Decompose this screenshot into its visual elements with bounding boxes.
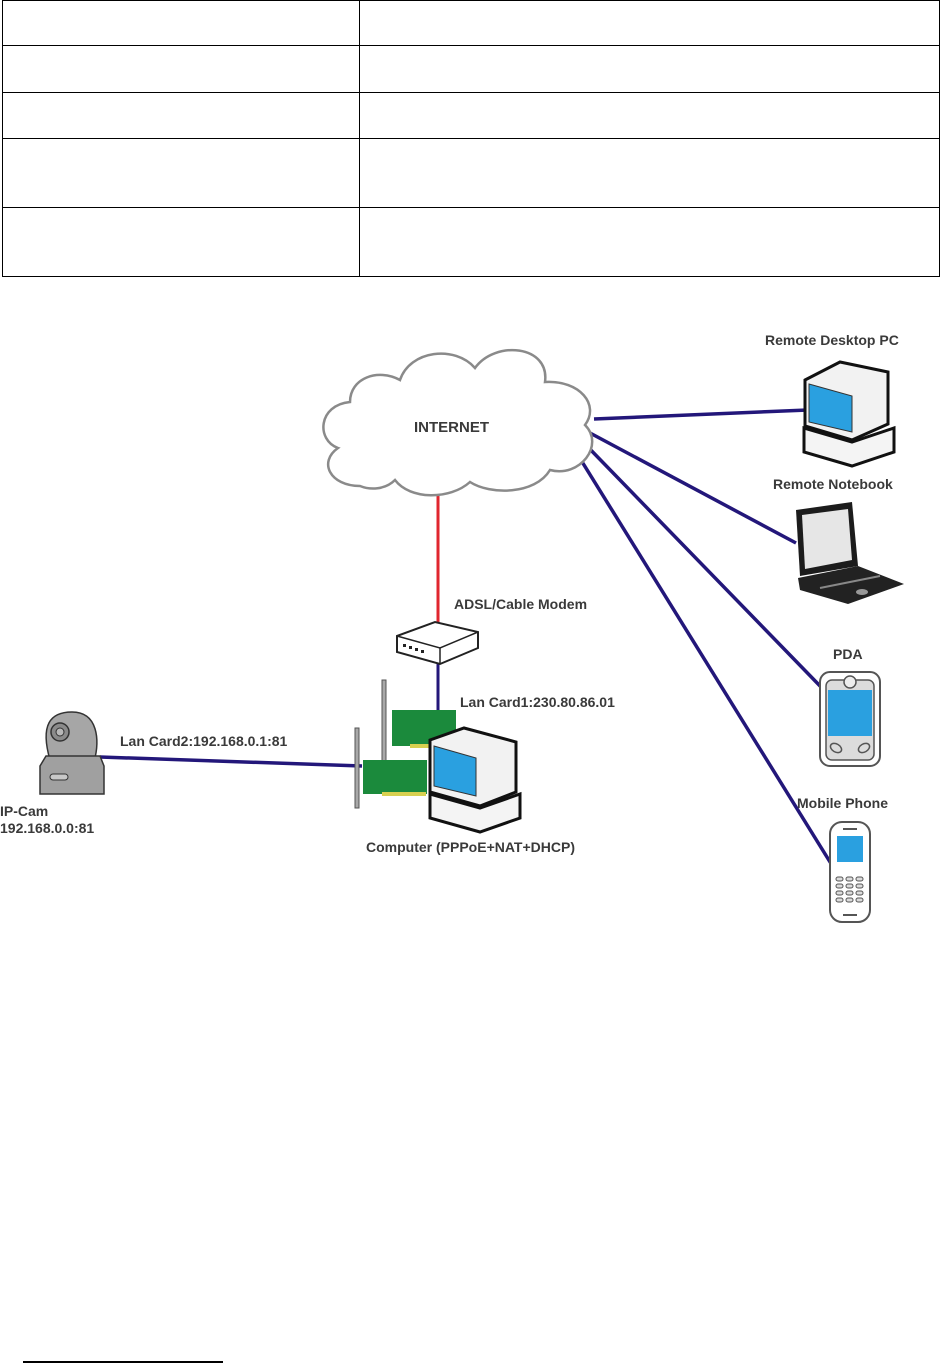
network-card-icon — [354, 727, 427, 809]
table-cell — [2, 0, 360, 46]
footnote-separator — [23, 1361, 223, 1363]
connections — [99, 408, 837, 871]
internet-to-remote-desktop-link — [593, 408, 809, 421]
table-row — [2, 207, 940, 277]
table-cell — [2, 92, 360, 139]
table-cell — [2, 45, 360, 93]
modem-label: ADSL/Cable Modem — [454, 596, 587, 612]
network-card-icon — [381, 679, 456, 763]
pda-label: PDA — [833, 646, 863, 662]
table-cell — [359, 45, 940, 93]
internet-to-remote-notebook-link — [589, 431, 797, 545]
mobile-phone-label: Mobile Phone — [797, 795, 888, 811]
remote-desktop-label: Remote Desktop PC — [765, 332, 899, 348]
mobile-phone-icon — [829, 821, 871, 923]
cloud-icon — [322, 348, 594, 497]
table-row — [2, 138, 940, 208]
table-cell — [359, 0, 940, 46]
lancard2-to-ipcam-link — [99, 755, 363, 768]
ip-camera-icon — [39, 711, 105, 795]
table-cell — [359, 207, 940, 277]
network-diagram: INTERNET ADSL/Cable Modem Lan Card1:230.… — [0, 332, 904, 923]
table-cell — [2, 138, 360, 208]
spec-table — [2, 0, 940, 277]
table-row — [2, 45, 940, 93]
table-cell — [359, 92, 940, 139]
desktop-computer-icon — [428, 726, 522, 834]
lan-card1-label: Lan Card1:230.80.86.01 — [460, 694, 615, 710]
internet-to-mobile-phone-link — [574, 451, 837, 871]
table-row — [2, 0, 940, 46]
laptop-icon — [796, 502, 904, 604]
modem-icon — [396, 620, 479, 666]
desktop-computer-icon — [802, 360, 896, 468]
lan-card2-label: Lan Card2:192.168.0.1:81 — [120, 733, 288, 749]
ip-cam-label: IP-Cam — [0, 803, 48, 819]
remote-notebook-label: Remote Notebook — [773, 476, 893, 492]
internet-to-pda-link — [582, 441, 824, 690]
table-row — [2, 92, 940, 139]
computer-label: Computer (PPPoE+NAT+DHCP) — [366, 839, 575, 855]
pda-icon — [819, 671, 881, 767]
table-cell — [2, 207, 360, 277]
ip-cam-address: 192.168.0.0:81 — [0, 820, 94, 836]
internet-label: INTERNET — [414, 419, 489, 436]
table-cell — [359, 138, 940, 208]
